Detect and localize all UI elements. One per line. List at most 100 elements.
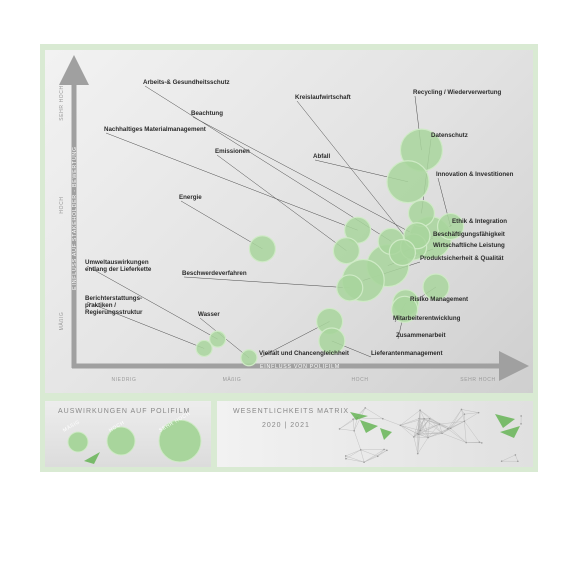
network-link [413,418,425,438]
point-label: Abfall [313,153,330,160]
network-node [399,424,402,427]
point-label: Emissionen [215,148,250,155]
network-link [450,421,465,429]
network-link [417,430,421,454]
legend-triangle-decor [84,452,100,464]
network-link [413,436,429,438]
y-axis-title: EINFLUSS AUF STAKEHOLDER - BEWERTUNG [72,146,78,290]
network-link [501,454,516,462]
network-link [419,410,425,419]
point-label: Beschwerdeverfahren [182,270,247,277]
bubble-point [336,274,364,302]
y-tick-label: HOCH [59,196,65,213]
network-node [413,436,415,438]
network-link [417,423,440,434]
network-link [400,425,414,438]
bubble-point [195,339,213,358]
leader-line [105,132,358,231]
point-label: Beschäftigungsfähigkeit [433,231,505,238]
triangle-decor [380,428,392,440]
point-label: Kreislaufwirtschaft [295,94,351,101]
network-node [345,457,347,460]
point-label: Ethik & Integration [452,218,507,225]
network-link [417,437,429,454]
network-link [377,449,385,457]
legend-bubble-medium [106,426,136,456]
point-label: Wasser [198,311,220,318]
network-node [427,436,429,439]
legend-bubble-small [67,431,89,453]
point-label: Wirtschaftliche Leistung [433,242,505,249]
network-link [442,433,467,443]
network-node [419,409,421,412]
legend-title: AUSWIRKUNGEN AUF POLIFILM [58,408,190,415]
triangle-decor [360,420,378,433]
network-link [464,421,467,443]
network-link [447,409,462,429]
point-label: Lieferantenmanagement [371,350,443,357]
network-link [382,418,401,426]
network-link [419,418,440,425]
bubble-point [248,235,276,263]
network-link [429,418,451,429]
matrix-panel [217,401,533,467]
leader-line [183,276,350,289]
network-link [363,449,385,463]
network-node [383,448,385,451]
leader-line [144,85,392,242]
network-node [447,428,449,430]
network-link [439,424,443,434]
network-link [353,407,366,431]
network-link [419,418,430,431]
network-node [520,415,522,417]
network-node [520,423,522,425]
network-node [517,460,519,463]
network-link [461,409,465,422]
network-node [500,460,503,462]
leader-line [192,116,418,236]
point-label: Berichterstattungs-praktiken /Regierungs… [85,295,143,316]
point-label: Arbeits-& Gesundheitsschutz [143,79,230,86]
network-node [441,432,443,435]
network-link [360,449,378,457]
network-link [363,450,387,463]
network-link [417,418,425,434]
x-tick-label: SEHR HOCH [460,377,495,383]
network-link [339,428,355,431]
bubble-point [386,160,430,204]
network-link [365,407,383,419]
legend-size-label: MÄßIG [62,418,82,433]
network-link [353,430,361,450]
network-node [382,417,384,420]
network-link [428,433,443,438]
triangle-decor [495,414,515,428]
network-link [464,412,479,415]
network-link [427,418,430,438]
network-node [449,427,452,430]
leader-line [86,301,205,349]
network-link [400,425,418,434]
bubble-point [240,349,258,367]
network-link [427,424,440,438]
network-link [413,418,420,437]
y-tick-label: SEHR HOCH [59,85,65,120]
point-label: Energie [179,194,202,201]
network-node [359,449,362,451]
network-node [363,461,365,463]
bubble-point [318,327,346,355]
network-link [447,428,467,443]
network-node [463,420,466,423]
bubble-point [436,212,465,241]
network-node [460,408,463,411]
network-node [419,429,421,432]
network-link [424,418,440,425]
network-decoration [338,407,522,463]
network-node [465,441,467,444]
point-label: Produktsicherheit & Qualität [420,255,504,262]
network-node [480,442,483,444]
matrix-years: 2020 | 2021 [262,422,310,429]
network-node [338,428,341,430]
network-node [364,407,367,409]
